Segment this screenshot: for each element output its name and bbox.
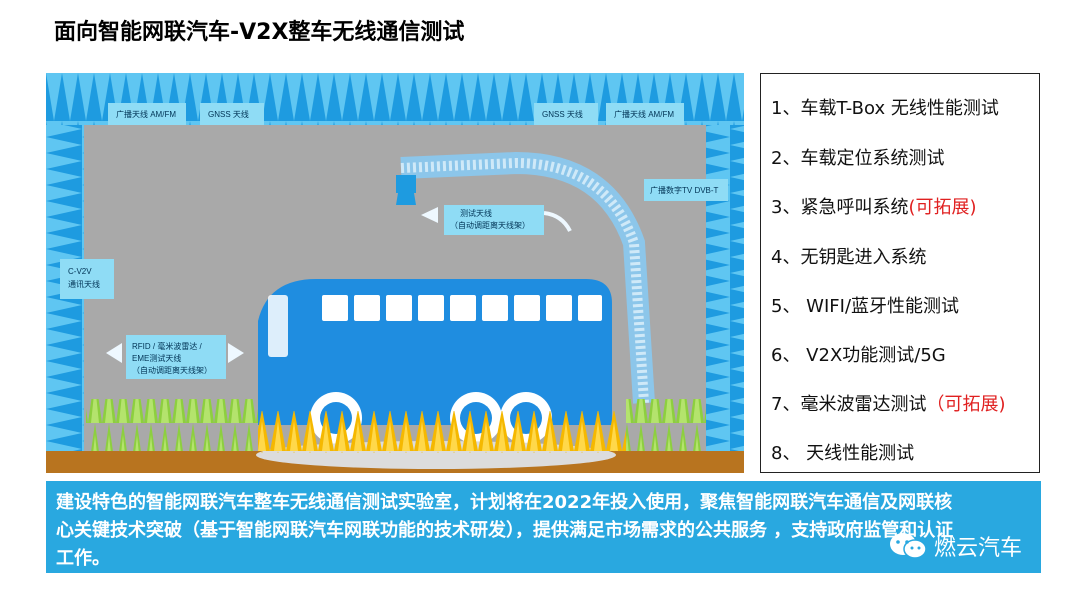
dvb-label: 广播数字TV DVB-T: [650, 185, 719, 195]
right-absorbers: [706, 125, 744, 451]
list-item: 2、车载定位系统测试: [771, 148, 945, 169]
cv2x-label: C-V2V: [68, 267, 92, 276]
page-title: 面向智能网联汽车-V2X整车无线通信测试: [54, 20, 465, 45]
green-absorbers-right: [626, 399, 706, 451]
am-fm-left-label: 广播天线 AM/FM: [116, 109, 176, 119]
curved-arrow: [543, 211, 572, 232]
label-box: [200, 103, 264, 125]
antenna-head: [396, 175, 416, 193]
test-antenna-sublabel: （自动调距离天线架）: [450, 220, 530, 230]
rfid-sublabel: （自动调距离天线架）: [132, 365, 212, 375]
list-item: 6、 V2X功能测试/5G: [771, 345, 946, 366]
label-box: [606, 103, 684, 125]
label-box: [60, 259, 114, 299]
rfid-label: RFID / 毫米波雷达 /: [132, 341, 203, 351]
eme-label: EME测试天线: [132, 353, 181, 363]
green-absorbers-left: [86, 399, 258, 451]
list-item: 7、毫米波雷达测试（可拓展): [771, 394, 1006, 415]
list-item: 3、紧急呼叫系统(可拓展): [771, 197, 977, 218]
bus-windshield: [268, 295, 288, 357]
banner-text: 建设特色的智能网联汽车整车无线通信测试实验室，计划将在2022年投入使用，聚焦智…: [56, 492, 954, 569]
cv2x-sublabel: 通讯天线: [68, 279, 100, 289]
label-box: [108, 103, 186, 125]
list-item: 1、车载T-Box 无线性能测试: [771, 98, 999, 119]
watermark-text: 燃云汽车: [934, 536, 1023, 561]
chamber-illustration: 广播天线 AM/FM GNSS 天线 GNSS 天线 广播天线 AM/FM 广播…: [46, 73, 744, 473]
wechat-icon: [890, 533, 927, 559]
label-box: [534, 103, 598, 125]
label-box: [644, 179, 728, 201]
list-item: 8、 天线性能测试: [771, 443, 915, 464]
arrows: [106, 207, 438, 363]
label-box: [126, 335, 226, 379]
bus-windows: [322, 295, 602, 321]
summary-banner: 建设特色的智能网联汽车整车无线通信测试实验室，计划将在2022年投入使用，聚焦智…: [46, 481, 1041, 573]
yellow-absorbers: [258, 411, 626, 453]
test-items-list: 1、车载T-Box 无线性能测试 2、车载定位系统测试 3、紧急呼叫系统(可拓展…: [760, 73, 1040, 473]
gnss-right-label: GNSS 天线: [542, 109, 583, 119]
label-box: [444, 205, 544, 235]
am-fm-right-label: 广播天线 AM/FM: [614, 109, 674, 119]
test-antenna-label: 测试天线: [460, 208, 492, 218]
list-item: 5、 WIFI/蓝牙性能测试: [771, 296, 960, 317]
list-item: 4、无钥匙进入系统: [771, 247, 927, 268]
gnss-left-label: GNSS 天线: [208, 109, 249, 119]
anechoic-chamber-diagram: 广播天线 AM/FM GNSS 天线 GNSS 天线 广播天线 AM/FM 广播…: [46, 73, 744, 473]
watermark: 燃云汽车: [888, 530, 1022, 562]
